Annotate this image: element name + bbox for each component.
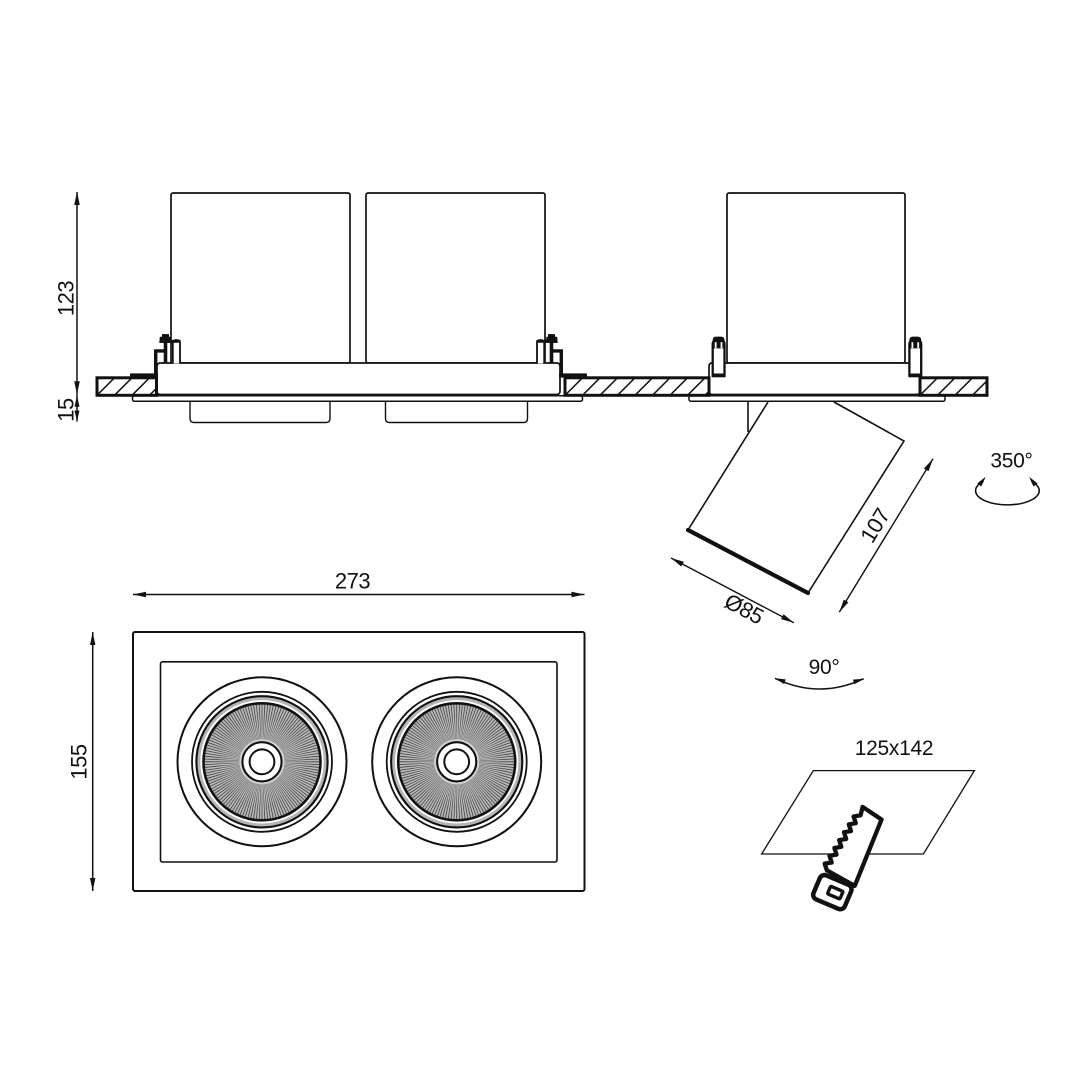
svg-text:155: 155 xyxy=(67,744,92,779)
svg-text:125x142: 125x142 xyxy=(855,737,933,760)
svg-text:90°: 90° xyxy=(809,656,840,679)
svg-text:350°: 350° xyxy=(990,450,1032,473)
svg-text:15: 15 xyxy=(54,398,79,422)
svg-text:123: 123 xyxy=(54,281,79,316)
svg-text:273: 273 xyxy=(335,569,370,594)
